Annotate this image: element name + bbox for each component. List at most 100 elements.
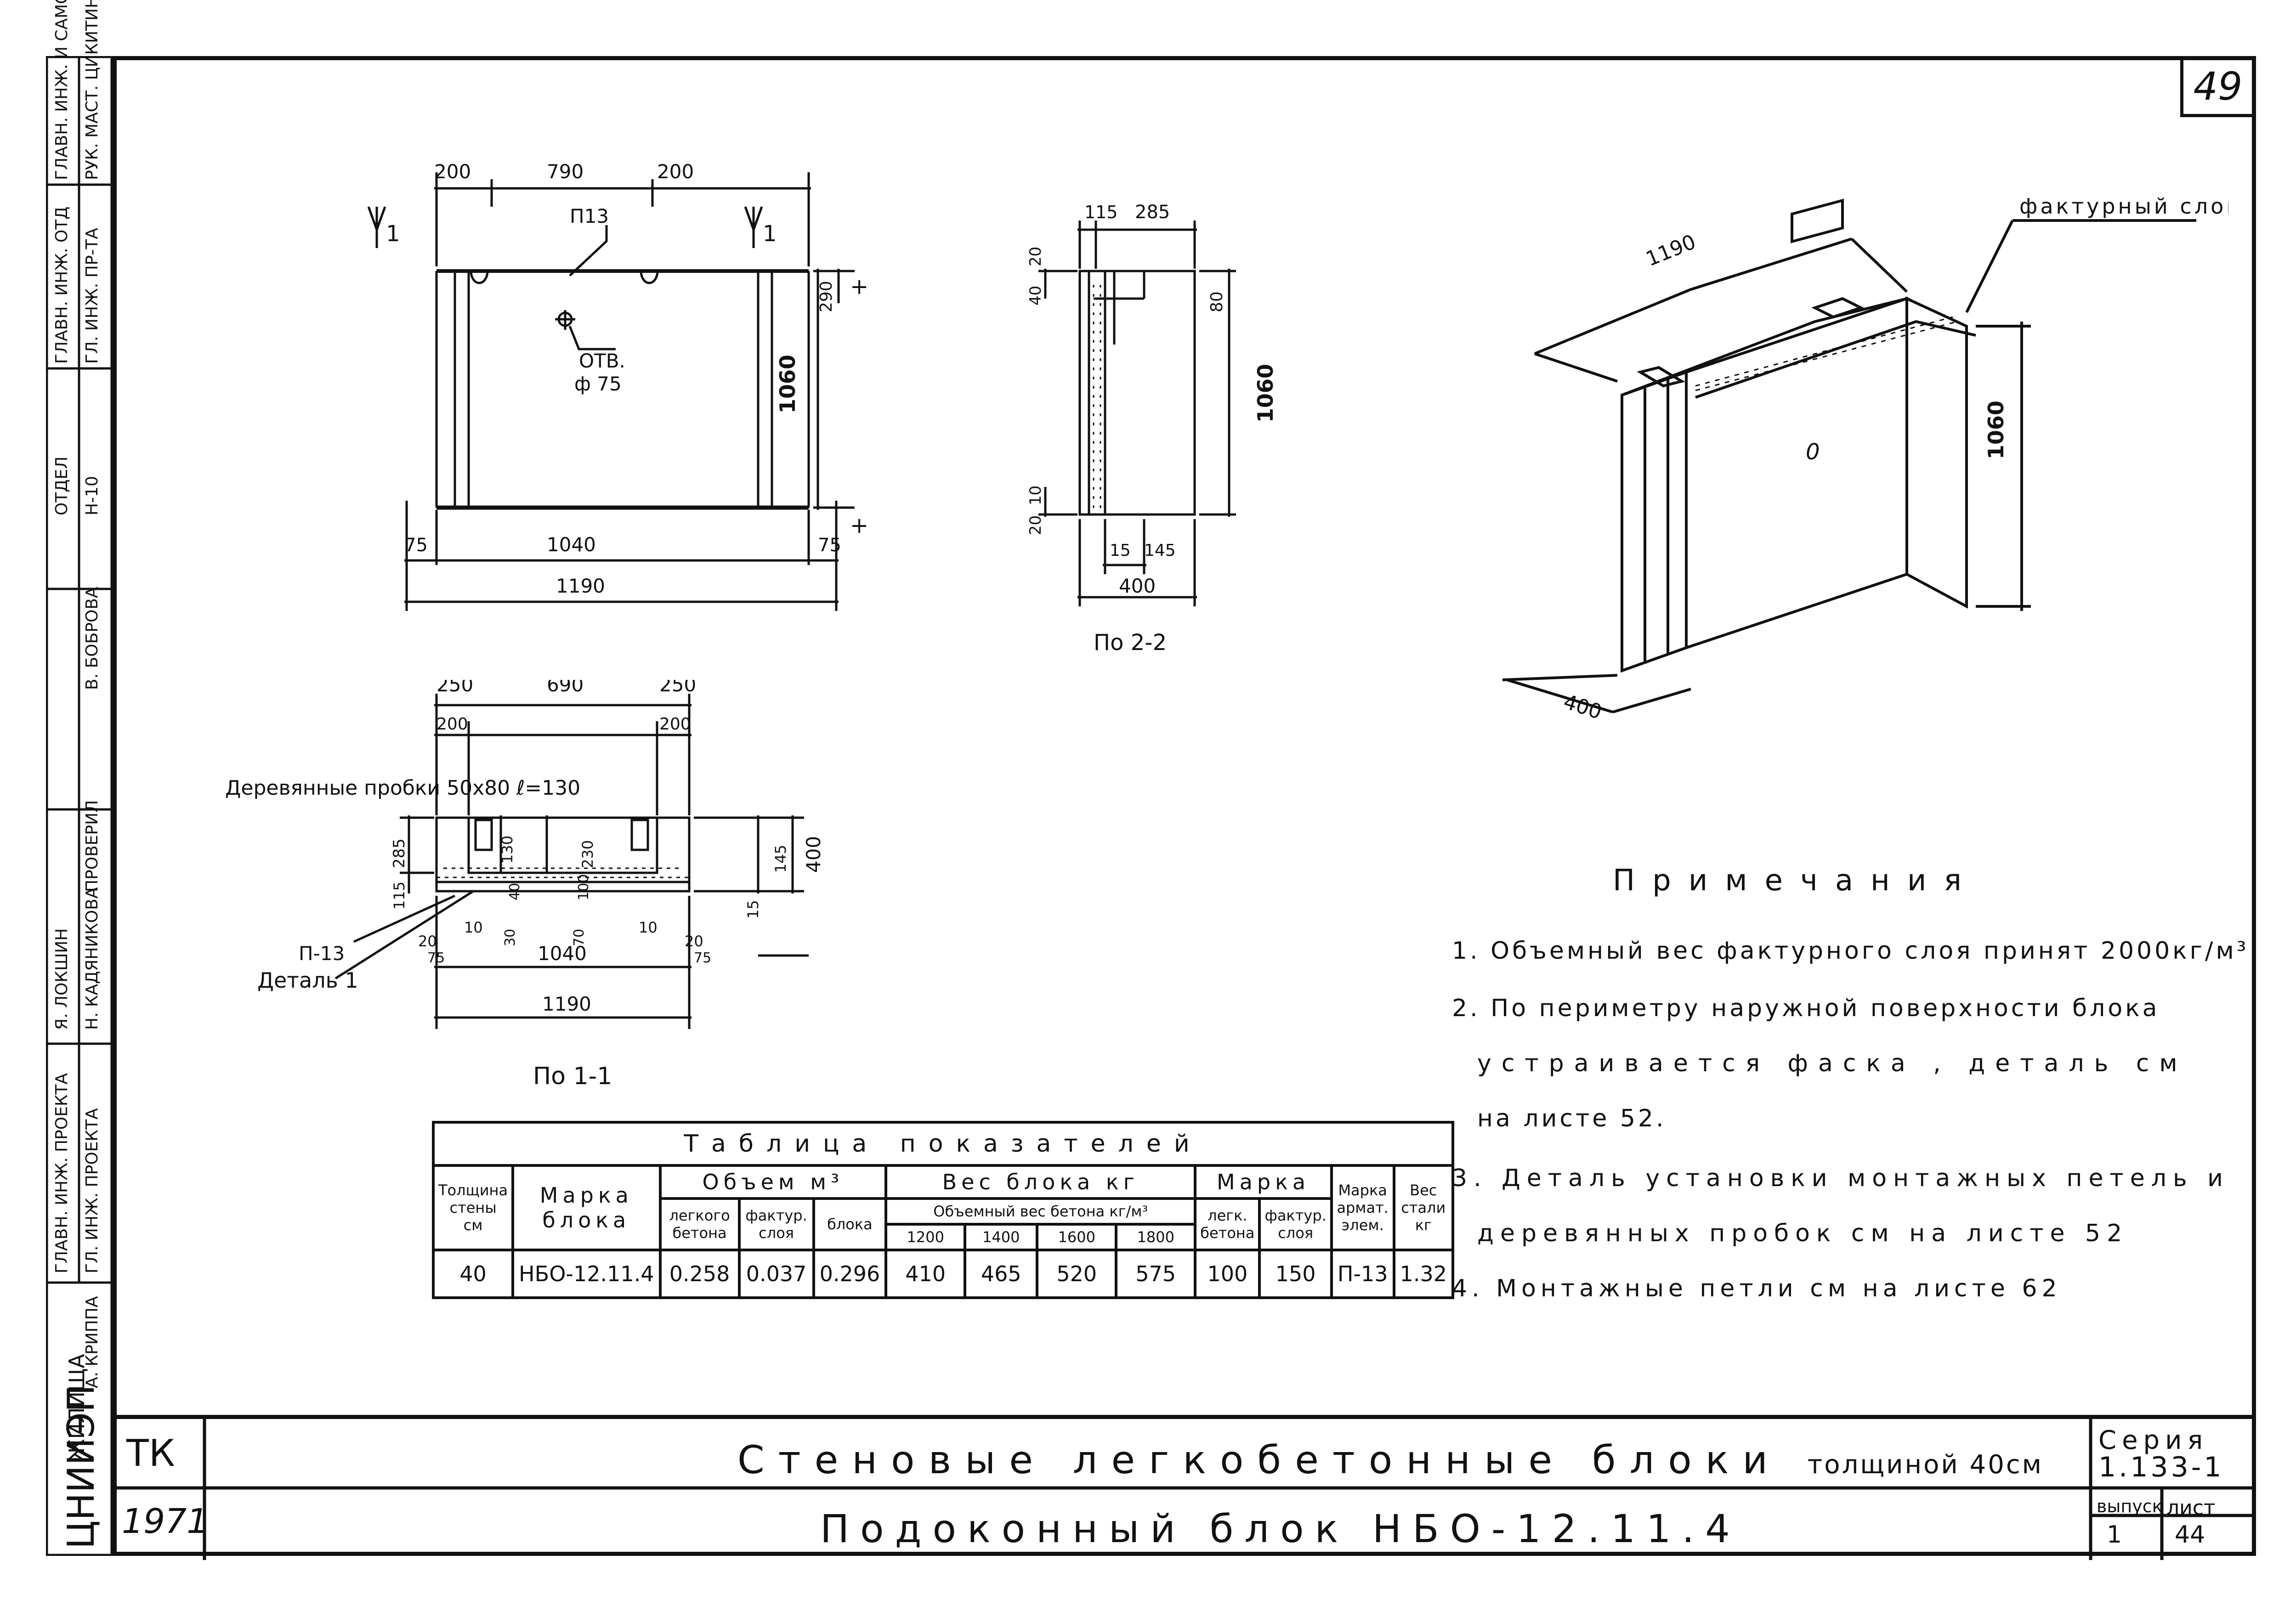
sec1-dim-200b: 200 xyxy=(659,715,691,734)
sec1-p13: П-13 xyxy=(299,942,345,965)
cell-vol-fact: 0.037 xyxy=(737,1249,815,1299)
sec1-dim-400: 400 xyxy=(802,836,825,873)
header-weight: Вес блока кг xyxy=(884,1164,1197,1200)
density-1800: 1800 xyxy=(1115,1223,1197,1251)
sec1-dim-40: 40 xyxy=(507,883,523,900)
isometric-view: 1190 1060 400 0 фактурный слой xyxy=(1502,194,2228,724)
iso-mark: 0 xyxy=(1806,439,1820,465)
cell-marka-fs: 150 xyxy=(1258,1249,1333,1299)
side-label: ПРОВЕРИЛ xyxy=(83,800,102,892)
sec1-dim-75a: 75 xyxy=(427,950,445,966)
sec1-dim-100: 100 xyxy=(576,874,592,900)
level-bottom: + xyxy=(850,513,868,538)
cell-weight-1600: 520 xyxy=(1036,1249,1118,1299)
sec1-dim-145: 145 xyxy=(772,845,789,873)
sec1-dim-20b: 20 xyxy=(685,933,703,950)
note-2-end: на листе 52. xyxy=(1477,1105,1667,1132)
sec1-dim-20a: 20 xyxy=(418,933,437,950)
drawing-frame xyxy=(113,56,2256,1556)
cell-vol-block: 0.296 xyxy=(812,1249,888,1299)
cell-thickness: 40 xyxy=(431,1249,515,1299)
sec2-dim-15: 15 xyxy=(1110,541,1131,560)
dim-bottom-mid: 1040 xyxy=(547,533,596,556)
sec1-dim-1190: 1190 xyxy=(542,993,591,1015)
year: 1971 xyxy=(122,1502,209,1541)
sec2-dim-80: 80 xyxy=(1208,291,1226,312)
series-value: 1.133-1 xyxy=(2098,1451,2224,1483)
cell-weight-1800: 575 xyxy=(1115,1249,1197,1299)
iso-layer-label: фактурный слой xyxy=(2019,194,2228,219)
sec1-caption: По 1-1 xyxy=(533,1063,612,1090)
cell-marka-lb: 100 xyxy=(1194,1249,1261,1299)
sec1-dim-30: 30 xyxy=(502,929,518,946)
series-label: Серия xyxy=(2098,1425,2209,1455)
notes-title: Примечания xyxy=(1613,864,1979,898)
density-1400: 1400 xyxy=(964,1223,1039,1251)
sec1-dim-10a: 10 xyxy=(464,919,483,936)
sec1-dim-250a: 250 xyxy=(437,680,473,696)
sec1-dim-250b: 250 xyxy=(659,680,696,696)
header-density: Объемный вес бетона кг/м³ xyxy=(884,1197,1197,1226)
note-2: 2. По периметру наружной поверхности бло… xyxy=(1452,995,2160,1022)
sec2-dim-285: 285 xyxy=(1135,202,1170,223)
sec1-dim-70: 70 xyxy=(571,929,587,946)
cell-weight-1200: 410 xyxy=(884,1249,967,1299)
side-label: РУК. МАСТ. ЦИКИТИН xyxy=(83,0,102,180)
sec1-dim-115: 115 xyxy=(391,882,408,910)
dim-top-left: 200 xyxy=(434,160,471,183)
density-1200: 1200 xyxy=(884,1223,967,1251)
section-mark-left: 1 xyxy=(386,221,400,247)
sec1-dim-690: 690 xyxy=(547,680,584,696)
header-marka: Марка xyxy=(1194,1164,1333,1200)
note-3: 3. Деталь установки монтажных петель и xyxy=(1452,1165,2229,1192)
sec1-dim-130: 130 xyxy=(499,836,516,864)
table-title: Таблица показателей xyxy=(432,1121,1454,1167)
header-volume: Объем м³ xyxy=(658,1164,888,1200)
cell-arm: П-13 xyxy=(1330,1249,1395,1299)
sheet-value: 44 xyxy=(2175,1521,2205,1549)
sec2-dim-40: 40 xyxy=(1026,286,1045,305)
level-top: + xyxy=(850,274,868,300)
cell-mark: НБО-12.11.4 xyxy=(511,1249,662,1299)
side-label: ГЛ. ИНЖ. ПР-ТА xyxy=(83,228,102,364)
hole-label: ОТВ. xyxy=(579,350,625,372)
sec2-dim-20: 20 xyxy=(1026,247,1045,266)
sec1-dim-15: 15 xyxy=(744,900,762,919)
header-steel: Вес стали кг xyxy=(1392,1164,1454,1251)
dim-total: 1190 xyxy=(556,575,605,597)
header-thickness: Толщина стены см xyxy=(431,1164,515,1251)
header-mark: Марка блока xyxy=(511,1164,662,1251)
indicators-table: Таблица показателей Толщина стены см Мар… xyxy=(431,1121,1454,1299)
sec2-width: 400 xyxy=(1119,575,1156,597)
sec1-dim-1040: 1040 xyxy=(538,942,587,965)
title-block: ТК 1971 Стеновые легкобетонные блоки тол… xyxy=(113,1415,2256,1560)
sec2-caption: По 2-2 xyxy=(1094,630,1167,656)
sheet-subtitle: Подоконный блок НБО-12.11.4 xyxy=(820,1506,1741,1551)
note-1: 1. Объемный вес фактурного слоя принят 2… xyxy=(1452,937,2249,965)
header-block: блока xyxy=(812,1197,888,1251)
dim-bottom-left: 75 xyxy=(404,535,428,556)
sec2-dim-115: 115 xyxy=(1084,202,1118,222)
cell-vol-light: 0.258 xyxy=(658,1249,741,1299)
issue-value: 1 xyxy=(2107,1521,2122,1549)
iso-depth: 400 xyxy=(1561,690,1605,724)
iso-height: 1060 xyxy=(1984,401,2008,459)
section-mark-right: 1 xyxy=(763,221,777,247)
dim-bottom-right: 75 xyxy=(818,535,841,556)
header-arm: Марка армат. элем. xyxy=(1330,1164,1395,1251)
hole-diameter: ф 75 xyxy=(574,373,622,395)
cell-steel: 1.32 xyxy=(1392,1249,1454,1299)
sec1-dim-230: 230 xyxy=(579,840,596,868)
header-light: легкого бетона xyxy=(658,1197,741,1251)
side-label: Н. КАДЯНИКОВА xyxy=(83,887,102,1030)
sec1-dim-10b: 10 xyxy=(639,919,658,936)
note-2-cont: устраивается фаска , деталь см xyxy=(1477,1050,2188,1077)
institute-logo: ЦНИИЭП xyxy=(60,1385,102,1549)
sheet-label: лист xyxy=(2166,1496,2216,1520)
side-label: ГЛ. ИНЖ. ПРОЕКТА xyxy=(83,1108,102,1273)
side-label: Я. ЛОКШИН xyxy=(52,928,71,1030)
sec2-dim-145: 145 xyxy=(1144,541,1176,560)
sec1-wood-label: Деревянные пробки 50х80 ℓ=130 xyxy=(225,776,580,800)
sec2-height: 1060 xyxy=(1253,364,1278,423)
header-lb: легк. бетона xyxy=(1194,1197,1261,1251)
